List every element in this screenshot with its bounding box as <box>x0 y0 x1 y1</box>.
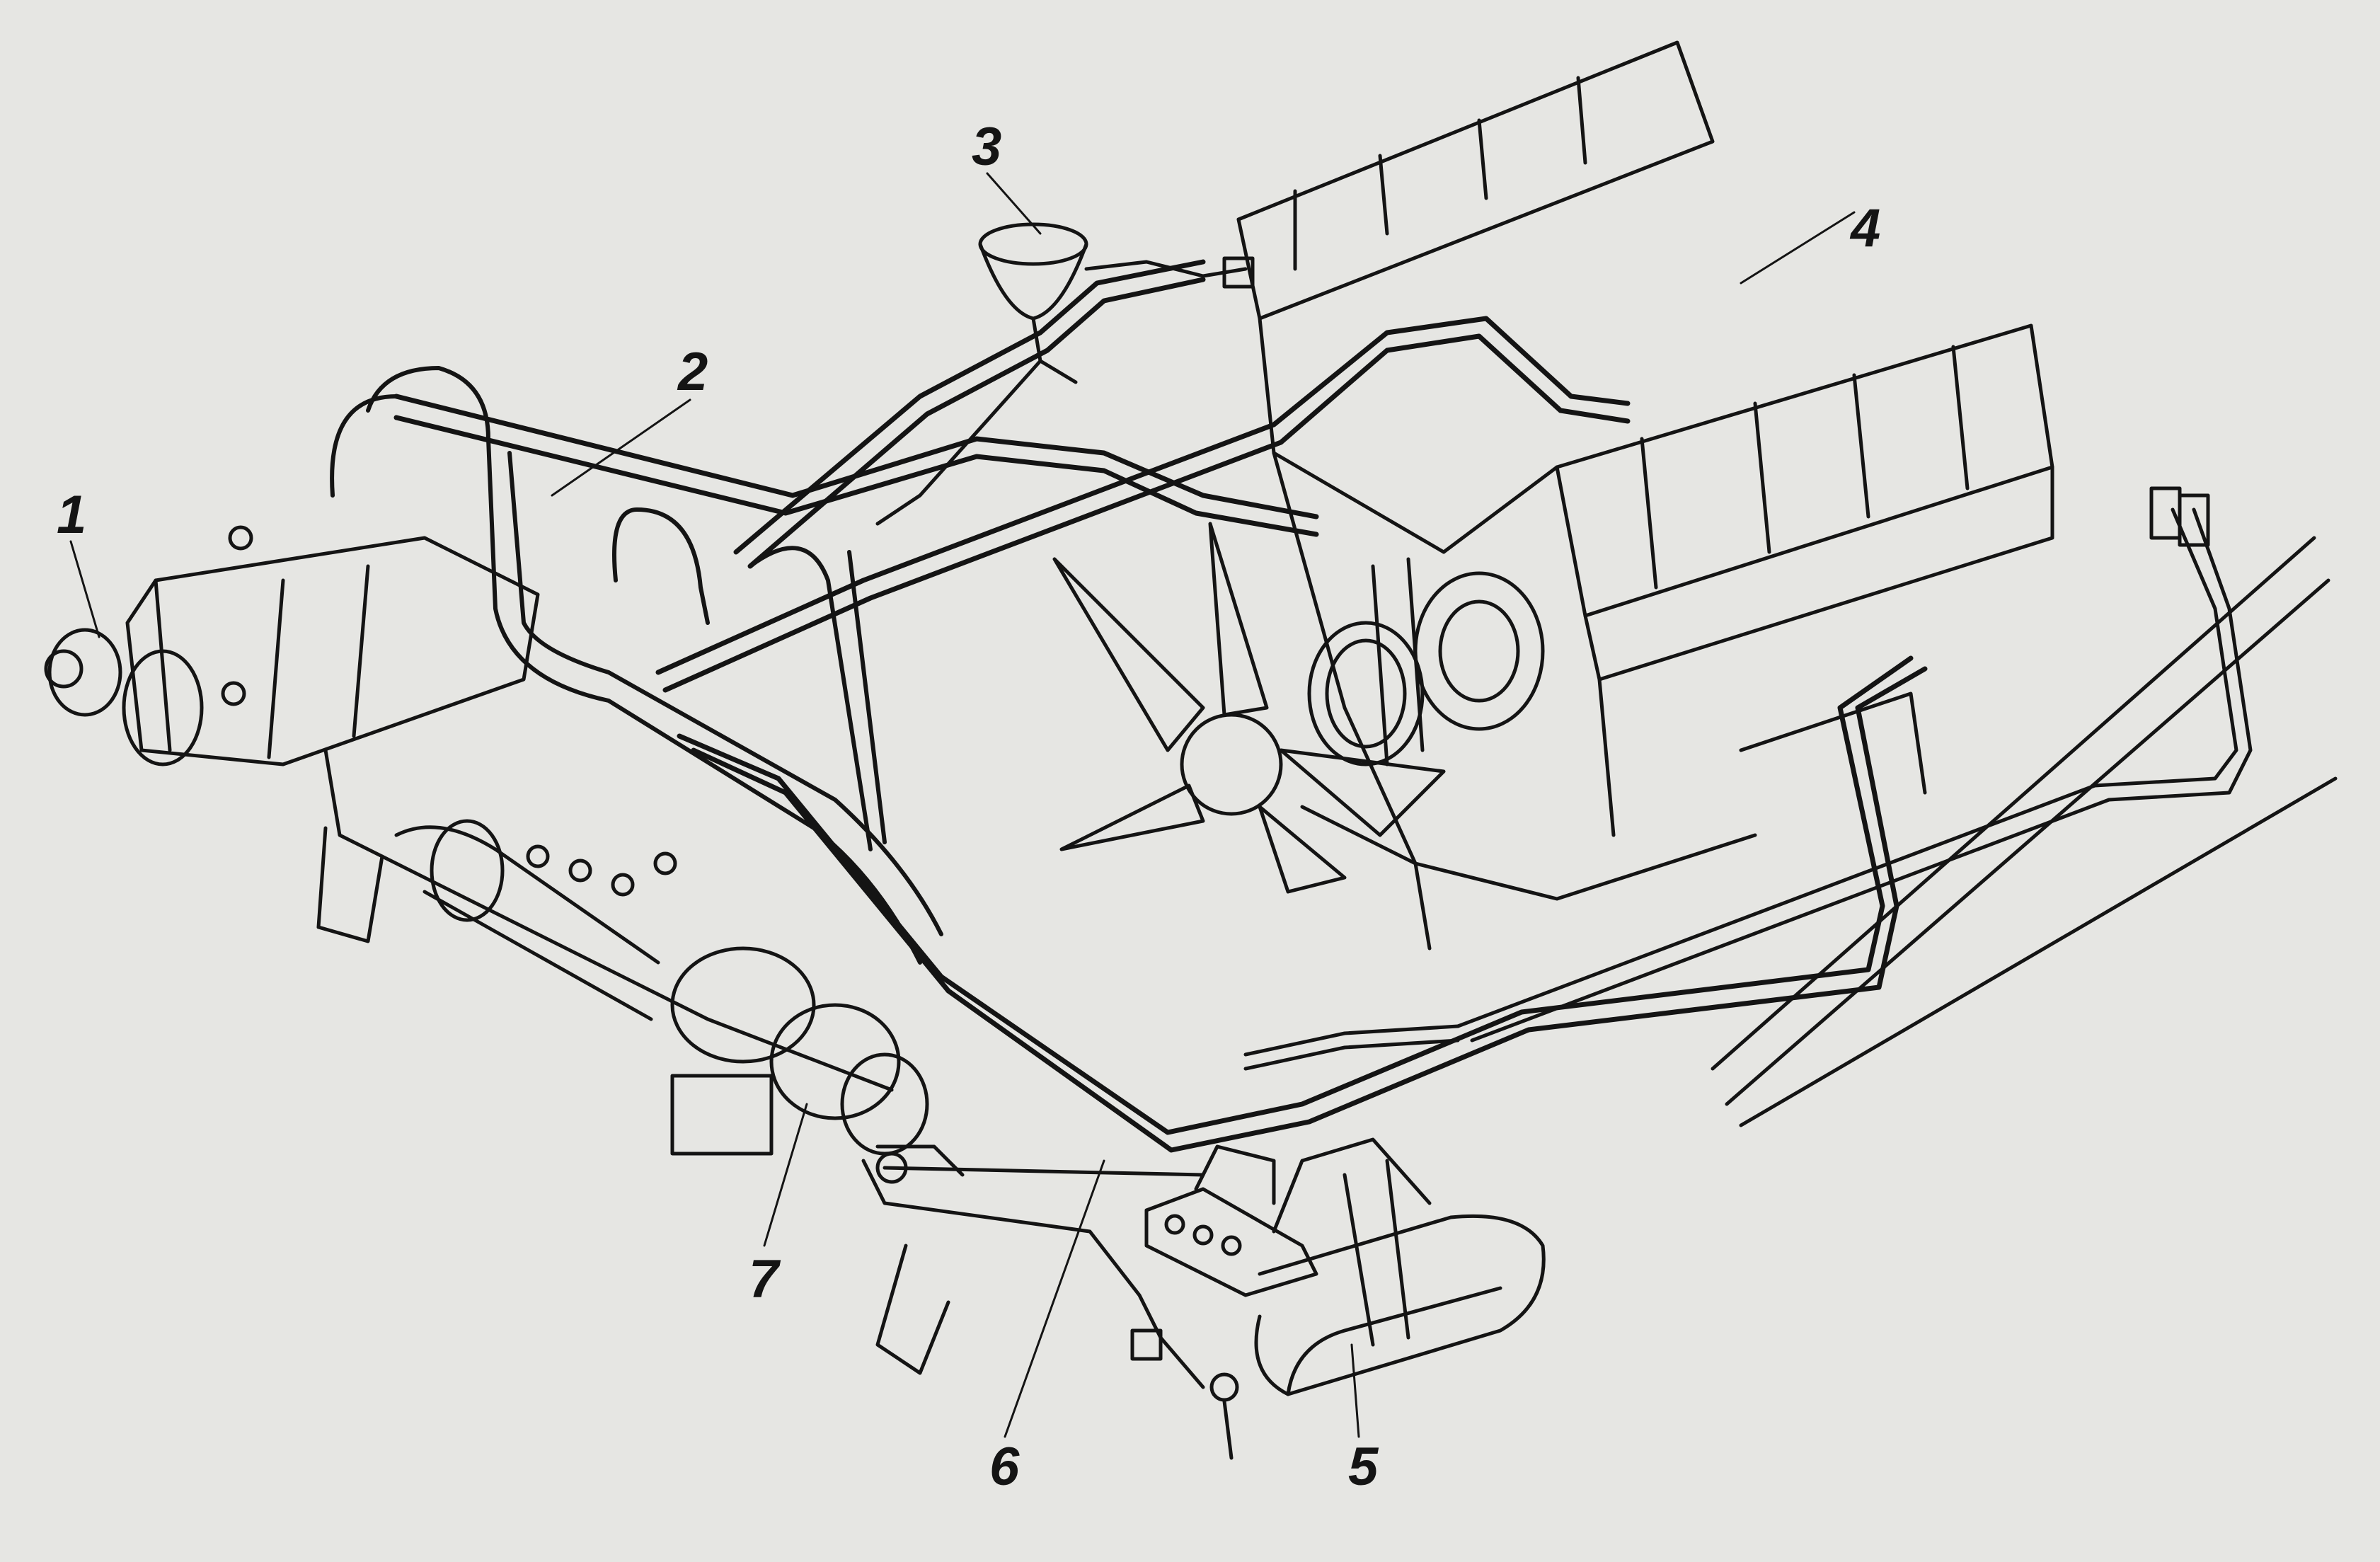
leader-lines <box>69 172 1856 1438</box>
engine-block <box>1236 40 2054 951</box>
callout-label-3: 3 <box>972 117 1002 177</box>
drain-line <box>861 1159 1205 1389</box>
callout-label-2: 2 <box>678 342 708 402</box>
return-lines <box>1243 486 2253 1071</box>
fuel-tank-5 <box>1209 1137 1546 1460</box>
callout-label-4: 4 <box>1851 198 1881 258</box>
callout-label-7: 7 <box>749 1249 779 1309</box>
pulley-assembly <box>1307 557 1545 766</box>
frame-rails <box>316 536 2338 1375</box>
heater-unit-1 <box>44 525 540 766</box>
pump-unit-7 <box>670 946 965 1184</box>
mount-plate-6 <box>1144 1144 1318 1297</box>
fuel-lines <box>393 259 1928 1153</box>
callout-label-6: 6 <box>989 1437 1020 1497</box>
callout-label-5: 5 <box>1348 1437 1379 1497</box>
large-pipes <box>330 366 943 965</box>
lower-tank <box>323 748 894 1092</box>
callout-label-1: 1 <box>57 485 87 545</box>
filter-3 <box>875 222 1255 526</box>
cooling-fan <box>1052 522 1446 894</box>
